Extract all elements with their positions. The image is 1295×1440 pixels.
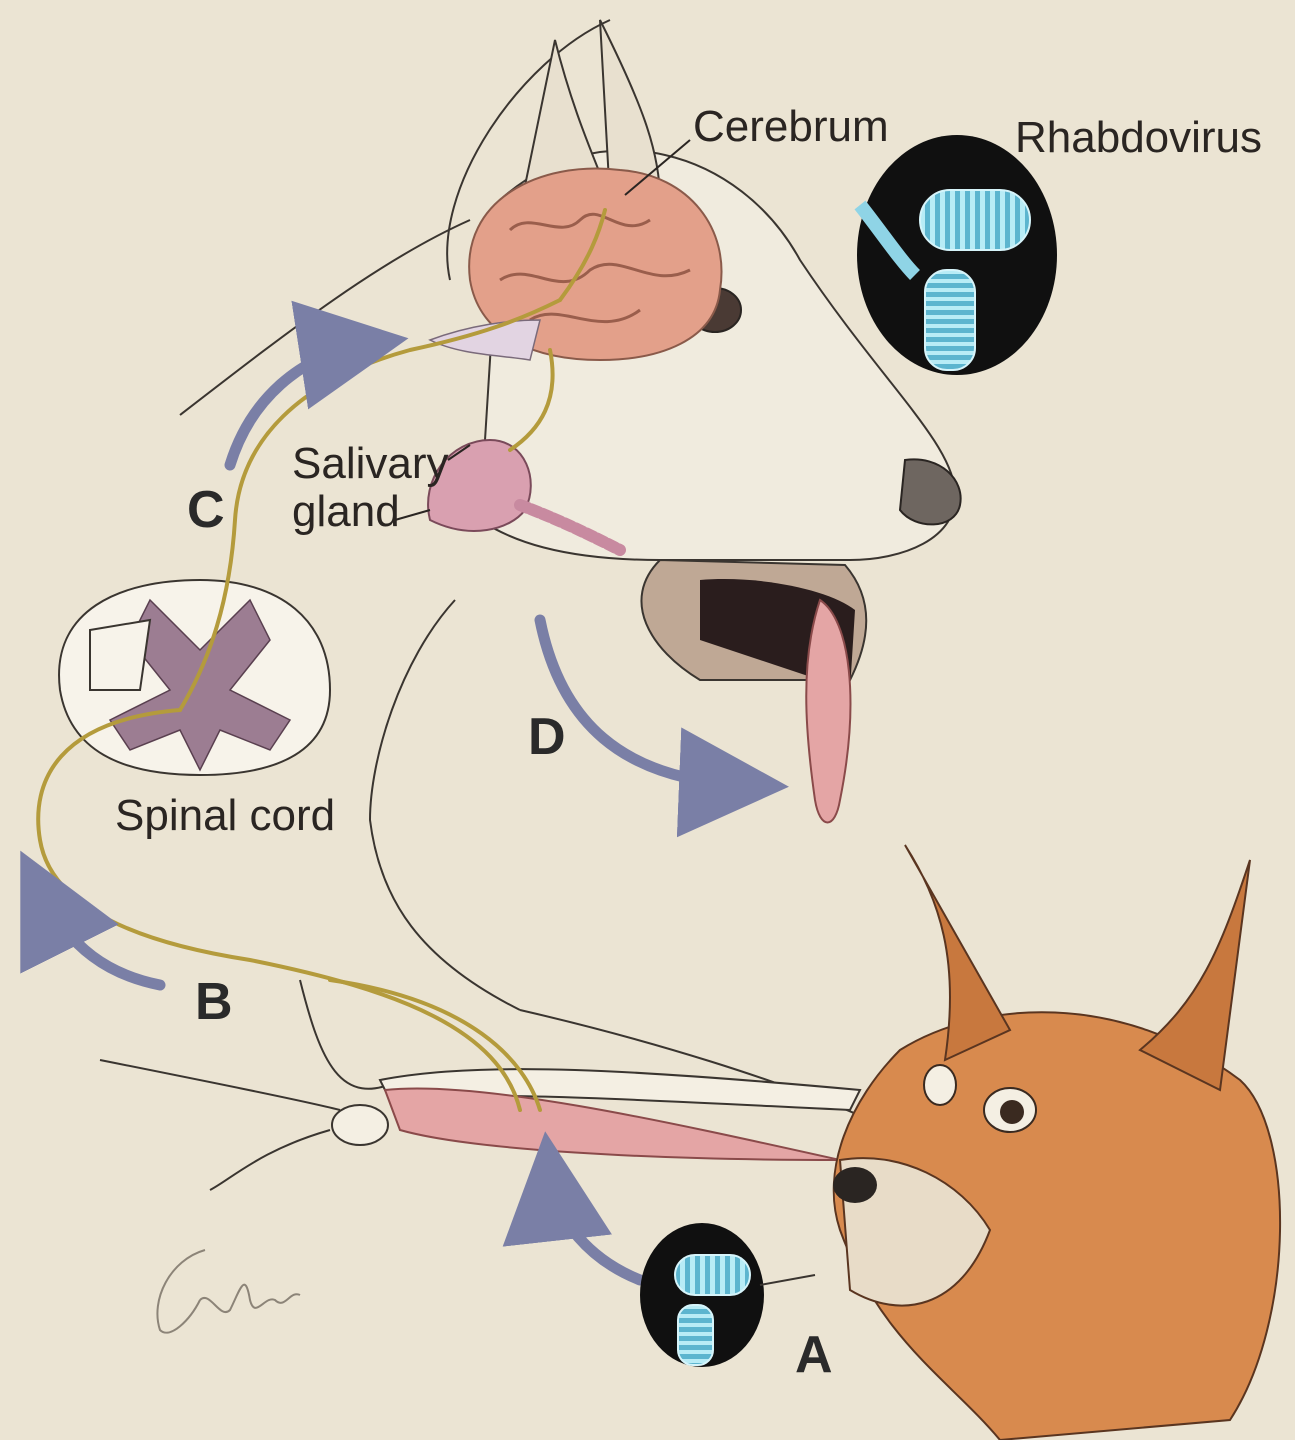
salivary-gland-label-line2: gland bbox=[292, 488, 449, 536]
step-c-label: C bbox=[187, 480, 225, 540]
arrow-b bbox=[40, 890, 160, 985]
step-d-label: D bbox=[528, 707, 566, 767]
artist-signature bbox=[157, 1250, 300, 1333]
spinal-cord-label: Spinal cord bbox=[115, 792, 335, 840]
salivary-gland-label-line1: Salivary bbox=[292, 440, 449, 488]
cerebrum-label: Cerebrum bbox=[693, 103, 889, 151]
spinal-cord-cross-section bbox=[59, 580, 330, 775]
rhabdovirus-inset-small bbox=[640, 1223, 815, 1367]
salivary-gland-label: Salivary gland bbox=[292, 440, 449, 537]
rhabdovirus-inset-large bbox=[857, 135, 1057, 375]
forelimb-anatomy bbox=[300, 980, 860, 1160]
step-b-label: B bbox=[195, 972, 233, 1032]
fox-illustration bbox=[833, 845, 1280, 1440]
arrow-a bbox=[550, 1175, 640, 1280]
rhabdovirus-label: Rhabdovirus bbox=[1015, 114, 1262, 162]
cerebrum-illustration bbox=[430, 168, 722, 360]
step-a-label: A bbox=[795, 1325, 833, 1385]
